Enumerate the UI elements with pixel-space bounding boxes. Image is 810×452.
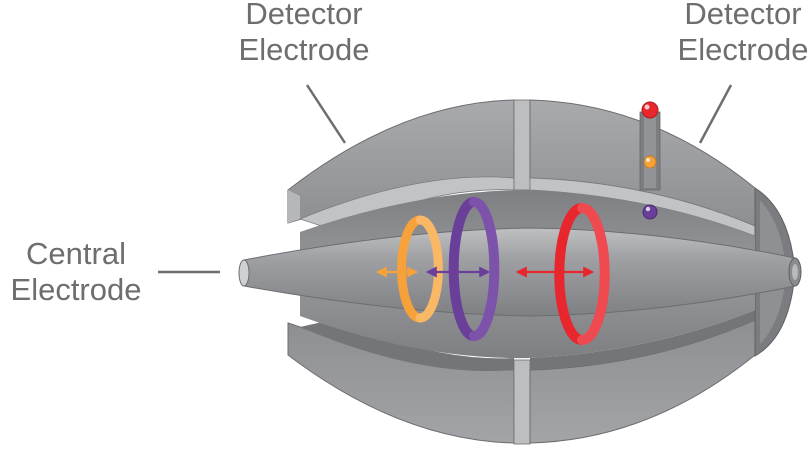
red-ion-particle (641, 101, 659, 119)
detector-electrode-right-top (529, 99, 756, 237)
label-line-2: Electrode (677, 32, 809, 67)
label-line-2: Electrode (238, 32, 370, 67)
label-line-1: Detector (684, 0, 802, 31)
orange-ion-particle (643, 155, 657, 169)
leader-line-detector-right (698, 84, 733, 144)
detector-electrode-left-label: Detector Electrode (224, 0, 384, 68)
purple-ion-particle (642, 204, 658, 220)
label-line-2: Electrode (10, 272, 142, 307)
label-line-1: Detector (245, 0, 363, 31)
label-line-1: Central (26, 236, 126, 271)
central-electrode-label: Central Electrode (0, 236, 156, 308)
detector-electrode-right-label: Detector Electrode (663, 0, 810, 68)
leader-line-detector-left (305, 84, 347, 144)
